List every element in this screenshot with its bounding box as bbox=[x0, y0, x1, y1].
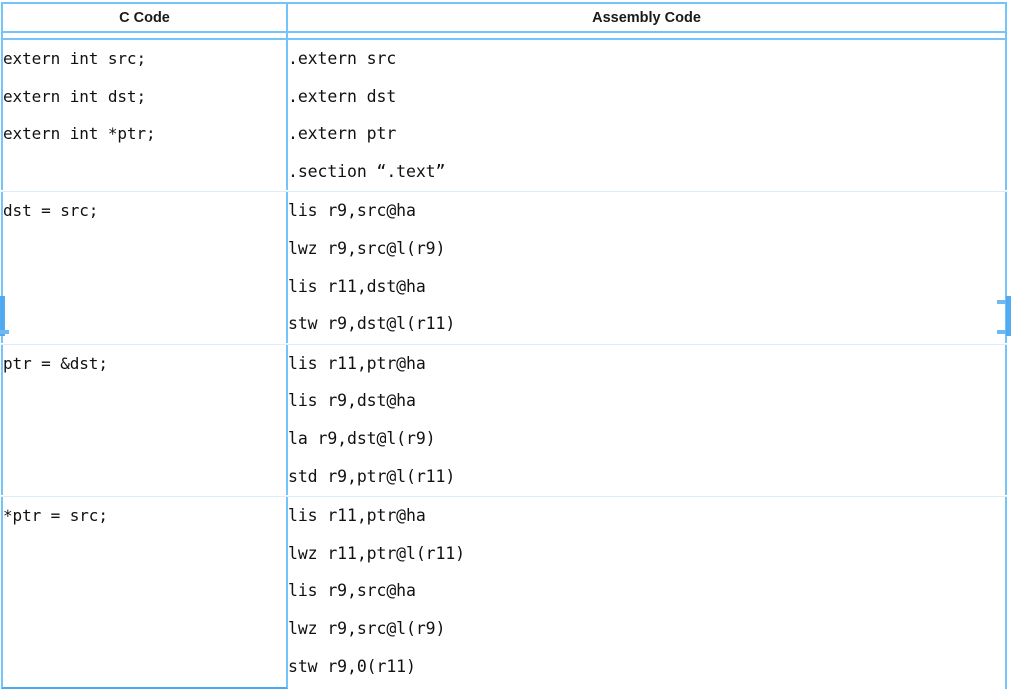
code-line: lis r11,ptr@ha bbox=[288, 506, 426, 526]
c-code-cell: extern int src; extern int dst; extern i… bbox=[1, 40, 288, 191]
code-line: .section “.text” bbox=[288, 161, 446, 181]
table-bottom-edge-c bbox=[1, 685, 288, 689]
code-line: .extern ptr bbox=[288, 124, 397, 144]
c-code-cell: *ptr = src; bbox=[1, 497, 288, 686]
table-row: dst = src; lis r9,src@ha lwz r9,src@l(r9… bbox=[1, 192, 1007, 343]
selection-nub-top-right[interactable] bbox=[997, 300, 1006, 304]
code-line: lwz r9,src@l(r9) bbox=[288, 618, 446, 638]
table-bottom-edge-asm bbox=[288, 685, 1007, 689]
code-line: .extern src bbox=[288, 49, 397, 68]
assembly-code-cell: lis r9,src@ha lwz r9,src@l(r9) lis r11,d… bbox=[288, 192, 1007, 343]
header-row: C Code Assembly Code bbox=[1, 2, 1007, 33]
row-separator-c bbox=[1, 190, 288, 193]
code-line: .extern dst bbox=[288, 86, 397, 106]
assembly-code-cell: lis r11,ptr@ha lwz r11,ptr@l(r11) lis r9… bbox=[288, 497, 1007, 686]
assembly-code-cell: lis r11,ptr@ha lis r9,dst@ha la r9,dst@l… bbox=[288, 344, 1007, 496]
code-line: extern int dst; bbox=[3, 86, 146, 106]
code-line: stw r9,dst@l(r11) bbox=[288, 314, 456, 334]
code-line: lwz r11,ptr@l(r11) bbox=[288, 543, 466, 563]
row-separator-asm bbox=[288, 343, 1007, 345]
row-separator-c bbox=[1, 343, 288, 345]
table-row: extern int src; extern int dst; extern i… bbox=[1, 40, 1007, 191]
assembly-code-cell: .extern src .extern dst .extern ptr .sec… bbox=[288, 40, 1007, 191]
table-bottom-edge bbox=[1, 685, 1007, 689]
selection-nub-bottom-right[interactable] bbox=[997, 330, 1006, 334]
selection-handle-left[interactable] bbox=[0, 296, 5, 336]
row-separator bbox=[1, 495, 1007, 498]
column-header-c-code: C Code bbox=[1, 2, 288, 33]
row-separator-asm bbox=[288, 495, 1007, 498]
header-rule-spacer bbox=[1, 33, 1007, 40]
table-row: *ptr = src; lis r11,ptr@ha lwz r11,ptr@l… bbox=[1, 497, 1007, 686]
code-line: dst = src; bbox=[3, 201, 99, 221]
c-code-cell: ptr = &dst; bbox=[1, 344, 288, 496]
table-body: extern int src; extern int dst; extern i… bbox=[1, 33, 1007, 689]
selection-handle-right[interactable] bbox=[1006, 296, 1011, 336]
row-separator-c bbox=[1, 495, 288, 498]
table-header: C Code Assembly Code bbox=[1, 2, 1007, 33]
code-line: lis r9,src@ha bbox=[288, 201, 416, 221]
code-line: stw r9,0(r11) bbox=[288, 656, 416, 676]
table-row: ptr = &dst; lis r11,ptr@ha lis r9,dst@ha… bbox=[1, 344, 1007, 496]
code-line: extern int *ptr; bbox=[3, 124, 156, 144]
code-line: lis r11,dst@ha bbox=[288, 276, 426, 296]
code-line: *ptr = src; bbox=[3, 506, 108, 526]
row-separator bbox=[1, 343, 1007, 345]
selection-nub-bottom-left[interactable] bbox=[0, 330, 9, 334]
code-line: lwz r9,src@l(r9) bbox=[288, 238, 446, 258]
c-code-cell: dst = src; bbox=[1, 192, 288, 343]
row-separator bbox=[1, 190, 1007, 193]
header-rule-spacer-asm bbox=[288, 33, 1007, 40]
code-line: lis r9,src@ha bbox=[288, 581, 416, 601]
column-header-assembly-code: Assembly Code bbox=[288, 2, 1007, 33]
header-rule-spacer-c bbox=[1, 33, 288, 40]
code-line: lis r11,ptr@ha bbox=[288, 353, 426, 373]
code-line: std r9,ptr@l(r11) bbox=[288, 466, 456, 486]
code-line: la r9,dst@l(r9) bbox=[288, 428, 436, 448]
code-line: lis r9,dst@ha bbox=[288, 391, 416, 411]
code-line: ptr = &dst; bbox=[3, 353, 108, 373]
code-line: extern int src; bbox=[3, 49, 146, 68]
row-separator-asm bbox=[288, 190, 1007, 193]
